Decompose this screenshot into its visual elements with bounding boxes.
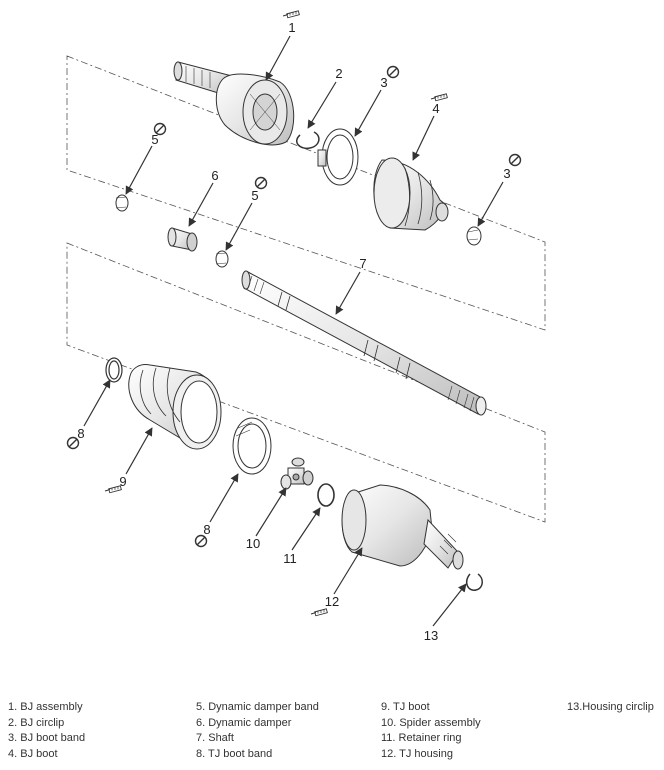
housing-circlip <box>465 573 483 591</box>
bj-assembly <box>173 61 295 146</box>
tj-boot-band-small <box>105 357 123 383</box>
callout-5: 5 <box>151 132 158 147</box>
legend-item: 13.Housing circlip <box>567 701 654 713</box>
callout-1: 1 <box>288 20 295 35</box>
callout-12: 12 <box>325 594 339 609</box>
retainer-ring <box>317 483 335 507</box>
legend-item: 9. TJ boot <box>381 701 430 713</box>
grease-tube-icon <box>282 10 300 19</box>
callout-8: 8 <box>77 426 84 441</box>
tj-boot <box>128 364 222 450</box>
callout-3: 3 <box>380 75 387 90</box>
shaft <box>241 270 487 416</box>
dynamic-damper <box>167 227 198 252</box>
bj-boot <box>373 157 449 231</box>
dynamic-damper-band-2 <box>215 250 229 268</box>
legend-item: 1. BJ assembly <box>8 701 83 713</box>
callout-10: 10 <box>246 536 260 551</box>
callout-3b: 3 <box>503 166 510 181</box>
bj-boot-band-upper <box>317 128 359 186</box>
legend-item: 6. Dynamic damper <box>196 716 292 729</box>
callout-numbers: 1 2 3 4 5 6 5 3 7 8 9 8 10 11 12 13 <box>77 20 510 643</box>
upper-frame <box>66 55 546 331</box>
circle-slash-icon <box>386 65 400 79</box>
legend-column-4: 13.Housing circlip <box>567 700 654 716</box>
legend-item: 10. Spider assembly <box>381 716 481 729</box>
legend-item: 3. BJ boot band <box>8 732 86 745</box>
bj-boot-band-small <box>466 226 482 246</box>
callout-9: 9 <box>119 474 126 489</box>
circle-slash-icon <box>254 176 268 190</box>
legend-column-2: 5. Dynamic damper band 6. Dynamic damper… <box>196 700 319 762</box>
legend-item: 8. TJ boot band <box>196 747 273 760</box>
bj-circlip <box>296 131 320 150</box>
leader-lines <box>83 35 504 627</box>
driveshaft-exploded-diagram: 1 2 3 4 5 6 5 3 7 8 9 8 10 11 12 13 <box>66 10 546 643</box>
callout-13: 13 <box>424 628 438 643</box>
callout-11: 11 <box>283 551 297 566</box>
parts-legend: 1. BJ assembly 2. BJ circlip 3. BJ boot … <box>0 700 664 770</box>
legend-item: 2. BJ circlip <box>8 716 65 729</box>
legend-item: 11. Retainer ring <box>381 732 462 745</box>
spider-assembly <box>280 457 314 490</box>
dynamic-damper-band-1 <box>115 194 129 212</box>
grease-tube-icon <box>310 608 328 617</box>
tj-housing <box>341 484 464 570</box>
circle-slash-icon <box>194 534 208 548</box>
callout-8b: 8 <box>203 522 210 537</box>
lower-frame <box>66 242 546 523</box>
legend-item: 7. Shaft <box>196 732 234 745</box>
legend-item: 5. Dynamic damper band <box>196 701 319 713</box>
callout-7: 7 <box>359 256 366 271</box>
legend-column-1: 1. BJ assembly 2. BJ circlip 3. BJ boot … <box>8 700 85 762</box>
callout-2: 2 <box>335 66 342 81</box>
legend-column-3: 9. TJ boot 10. Spider assembly 11. Retai… <box>381 700 481 762</box>
callout-4: 4 <box>432 101 439 116</box>
callout-5b: 5 <box>251 188 258 203</box>
grease-tube-icon <box>430 93 448 102</box>
callout-6: 6 <box>211 168 218 183</box>
legend-item: 12. TJ housing <box>381 747 453 760</box>
legend-item: 4. BJ boot <box>8 747 58 760</box>
circle-slash-icon <box>508 153 522 167</box>
tj-boot-band-large <box>232 417 272 475</box>
